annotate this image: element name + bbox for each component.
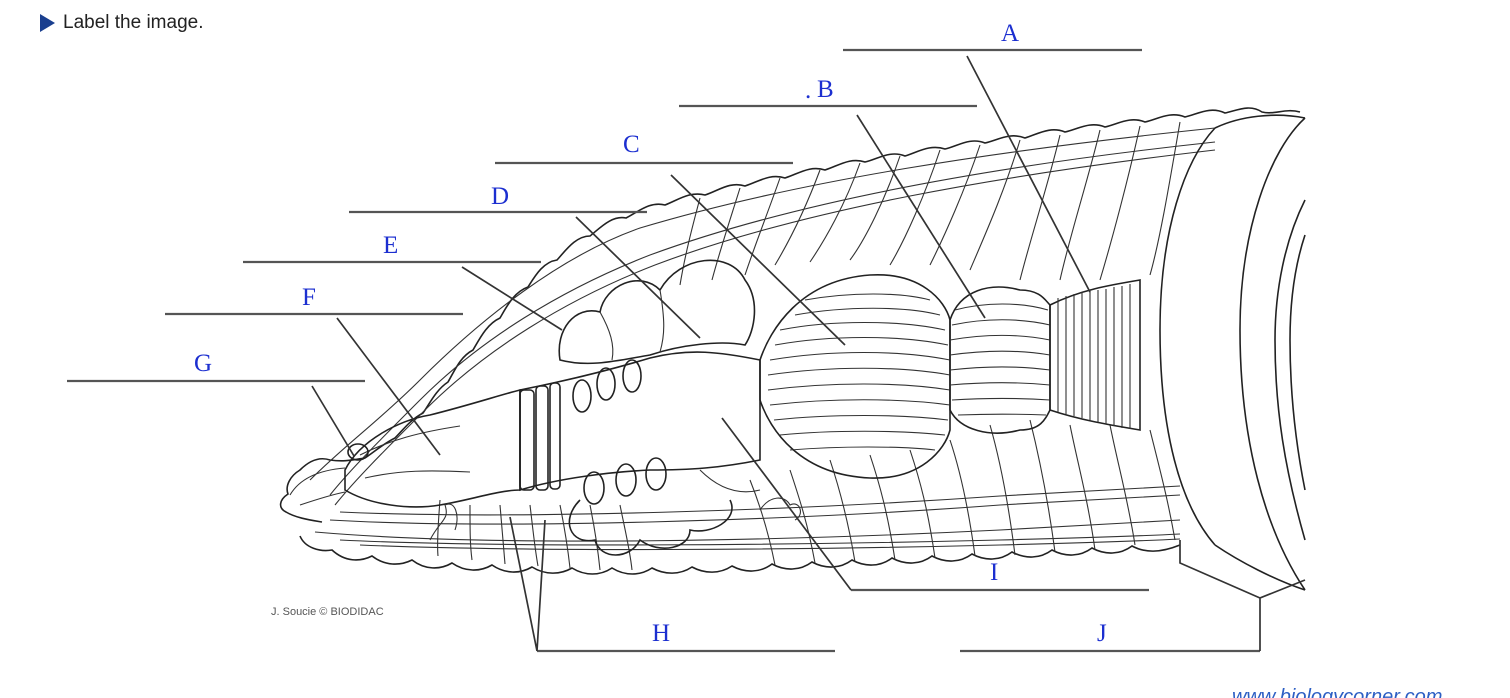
answer-field-i[interactable] — [851, 560, 1149, 592]
prostomium — [289, 467, 346, 496]
segment-rings — [519, 382, 561, 491]
leader-j — [1179, 540, 1306, 651]
septa-dorsal — [679, 121, 1181, 286]
leader-a — [966, 55, 1091, 293]
dorsal-vessel-inner — [334, 149, 1216, 506]
leader-h — [509, 516, 546, 652]
leader-d — [575, 216, 701, 339]
aortic-arches-top — [572, 359, 642, 413]
instruction: Label the image. — [40, 12, 204, 34]
leader-f — [336, 317, 441, 456]
leader-b — [856, 114, 986, 319]
label-i: I — [990, 559, 998, 586]
label-d: D — [491, 183, 509, 210]
intestine-hatching — [1057, 284, 1131, 429]
leader-e — [461, 266, 563, 331]
body-outline-ventral — [299, 535, 1181, 575]
label-h: H — [652, 620, 670, 647]
label-b: B — [817, 76, 834, 103]
ventral-vessel-inner — [339, 485, 1181, 516]
answer-field-g[interactable] — [67, 351, 365, 383]
aortic-arches-bottom — [583, 457, 667, 505]
image-credit: J. Soucie © BIODIDAC — [271, 606, 384, 618]
watermark: www.biologycorner.com — [1232, 686, 1442, 698]
label-f: F — [302, 284, 316, 311]
instruction-text: Label the image. — [63, 12, 204, 33]
ventral-nerve-cord — [339, 533, 1181, 546]
play-icon — [40, 14, 55, 32]
letter-labels: A . B C D E F G H I J — [194, 20, 1107, 647]
crop-striations — [767, 293, 951, 451]
crop — [759, 274, 951, 479]
leader-g — [311, 385, 355, 457]
cerebral-ganglion — [347, 443, 369, 461]
gizzard — [949, 286, 1051, 434]
ventral-vessel — [329, 494, 1181, 525]
pharynx — [344, 388, 521, 508]
label-j: J — [1097, 620, 1107, 647]
body-wall-ventral — [314, 519, 1181, 542]
answer-field-a[interactable] — [843, 20, 1142, 52]
intestine — [1049, 279, 1141, 431]
nephridium — [429, 503, 458, 541]
leader-c — [670, 174, 846, 346]
answer-field-c[interactable] — [495, 133, 793, 165]
answer-field-j[interactable] — [960, 621, 1260, 653]
label-a: A — [1001, 20, 1019, 47]
answer-lines — [67, 48, 1260, 653]
label-e: E — [383, 232, 398, 259]
clitellum — [1159, 114, 1306, 591]
leader-i — [721, 417, 852, 591]
label-g: G — [194, 350, 212, 377]
label-b-dot: . — [805, 77, 811, 104]
earthworm-illustration — [279, 107, 1306, 591]
answer-field-h[interactable] — [537, 621, 835, 653]
leader-lines — [311, 55, 1306, 652]
gizzard-striations — [949, 303, 1051, 416]
label-c: C — [623, 131, 640, 158]
body-wall-dorsal — [309, 127, 1216, 481]
seminal-receptacles — [568, 499, 733, 556]
seminal-vesicles — [558, 259, 756, 365]
